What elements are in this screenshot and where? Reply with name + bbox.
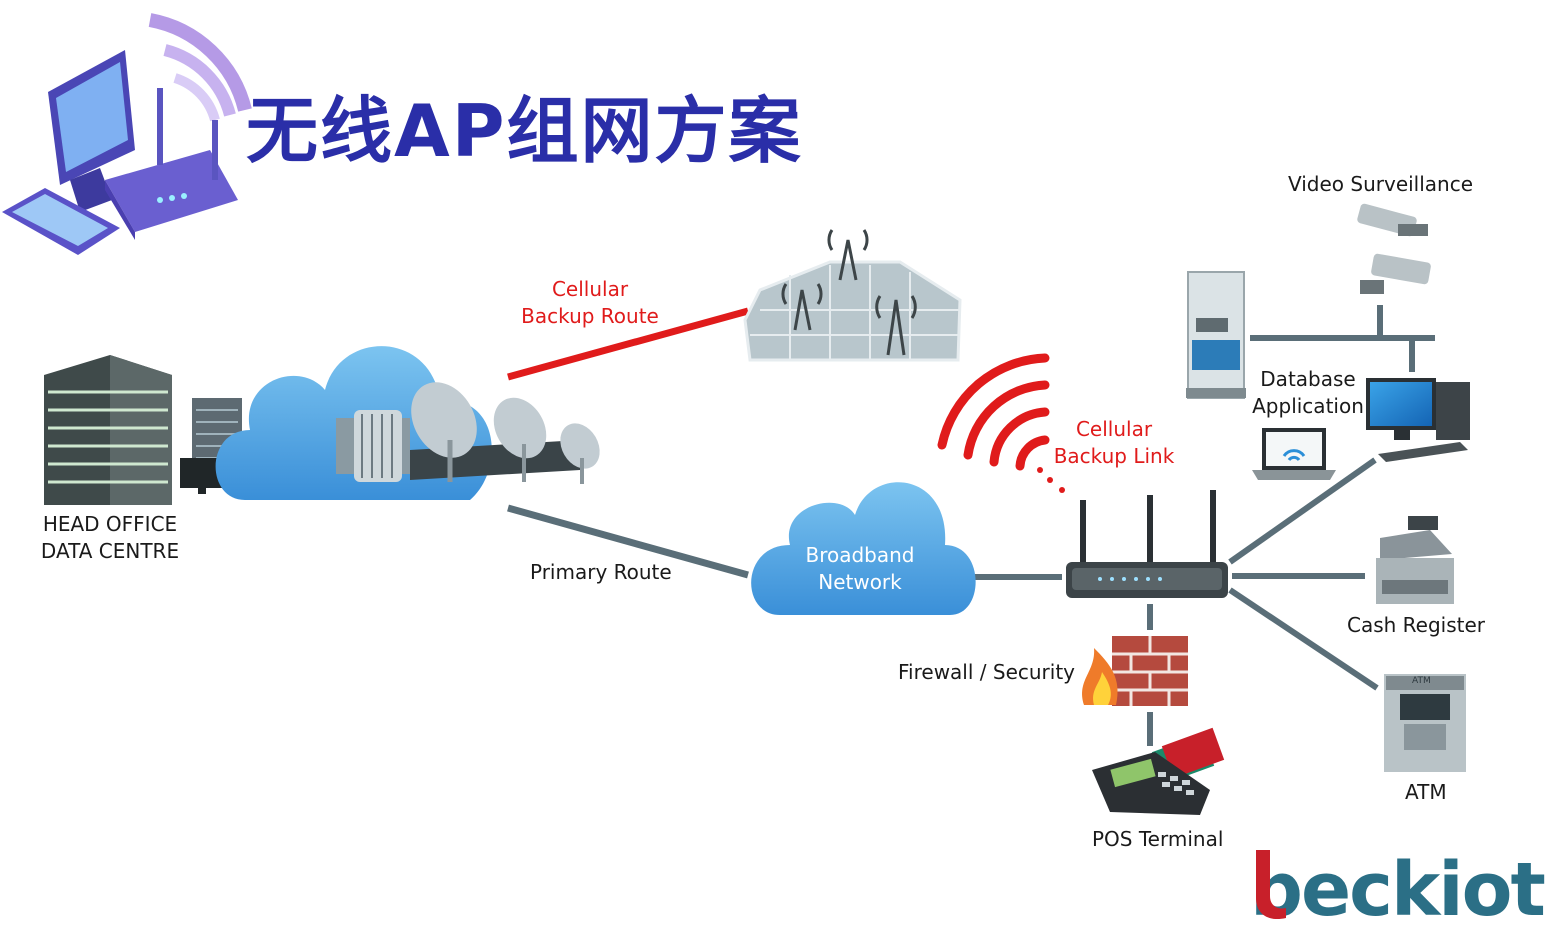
pos-terminal-label: POS Terminal	[1092, 827, 1224, 851]
laptop-icon	[1252, 428, 1336, 480]
broadband-network-label: Broadband Network	[790, 542, 930, 596]
head-office-building-icon	[44, 355, 242, 505]
atm-icon	[1384, 674, 1466, 772]
cellular-backup-link-line-2: Backup Link	[1053, 444, 1175, 468]
atm-label: ATM	[1405, 780, 1447, 804]
broadband-line-1: Broadband	[805, 543, 915, 567]
database-application-label: Database Application	[1244, 366, 1372, 420]
head-office-line-2: DATA CENTRE	[40, 539, 180, 563]
atm-sign: ATM	[1412, 676, 1431, 686]
logo-accent-icon	[1256, 850, 1286, 920]
cash-register-icon	[1376, 516, 1454, 604]
broadband-cloud	[751, 482, 976, 615]
fuel-pump-icon	[1186, 271, 1246, 399]
router-icon	[1066, 490, 1228, 598]
primary-route-line	[507, 504, 749, 579]
video-surveillance-label: Video Surveillance	[1288, 172, 1474, 196]
database-line-1: Database	[1260, 367, 1356, 391]
cellular-backup-link-line-1: Cellular	[1075, 417, 1153, 441]
router-atm-line	[1228, 587, 1379, 691]
desktop-computer-icon	[1366, 378, 1470, 462]
firewall-icon	[1082, 636, 1188, 706]
satellite-dishes-icon	[411, 382, 600, 484]
connection-lines	[507, 305, 1435, 746]
cellular-network-icon	[743, 229, 962, 362]
broadband-line-2: Network	[818, 570, 902, 594]
database-line-2: Application	[1252, 394, 1364, 418]
primary-route-label: Primary Route	[530, 560, 672, 584]
page-title: 无线AP组网方案	[246, 89, 803, 173]
cellular-backup-link-label: Cellular Backup Link	[1044, 416, 1184, 470]
wifi-devices-icon	[2, 13, 252, 255]
firewall-label: Firewall / Security	[898, 660, 1076, 684]
head-office-line-1: HEAD OFFICE	[42, 512, 178, 536]
beckiot-logo: beckiot	[1250, 847, 1546, 933]
router-database-line	[1228, 457, 1377, 565]
cellular-signal-icon	[937, 353, 1065, 493]
pos-terminal-icon	[1092, 727, 1225, 815]
cctv-camera-icon	[1357, 203, 1431, 294]
cellular-backup-route-label: Cellular Backup Route	[510, 276, 670, 330]
cellular-backup-route-line	[507, 307, 749, 381]
cellular-backup-route-line-1: Cellular	[551, 277, 629, 301]
cellular-backup-route-line-2: Backup Route	[521, 304, 659, 328]
cash-register-label: Cash Register	[1347, 613, 1486, 637]
head-office-label: HEAD OFFICE DATA CENTRE	[30, 511, 190, 565]
